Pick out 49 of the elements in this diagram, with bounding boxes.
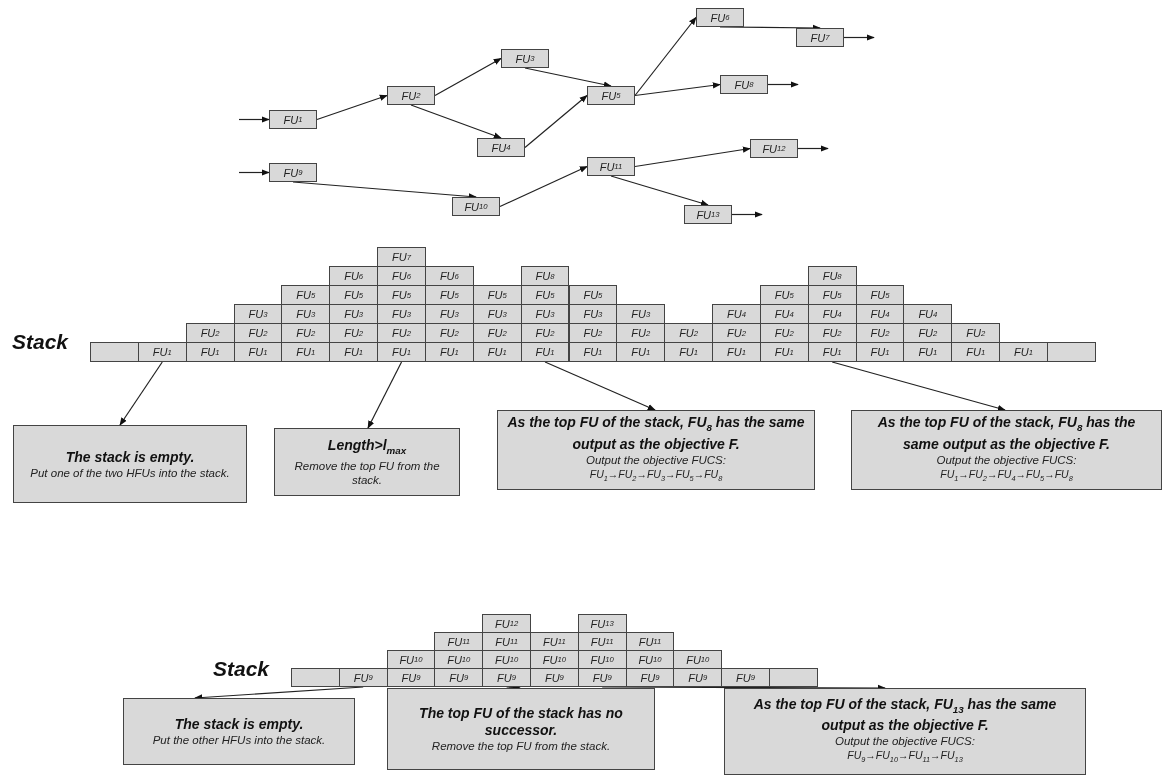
note-box — [123, 698, 355, 765]
arrow — [499, 165, 588, 208]
note-text: Output the objective FUCS: — [936, 452, 1077, 467]
sequence-text: FU$_{1}$→FU$_{2}$→FU$_{4}$→FU$_{5}$→FU$_{8}$ — [940, 466, 1073, 485]
arrow — [434, 57, 502, 97]
sequence-text: FU$_{1}$→FU$_{2}$→FU$_{3}$→FU$_{5}$→FU$_{8}$ — [589, 466, 723, 485]
arrow — [843, 34, 875, 41]
note-heading: As the top FU of the stack, FU$_{8}$ has the same output as the objective F. — [506, 414, 806, 453]
arrow — [634, 16, 697, 97]
note-box — [724, 688, 1086, 775]
note-text: Output the objective FUCS: — [835, 734, 975, 749]
note-box — [851, 410, 1162, 490]
note-text: Put the other HFUs into the stack. — [152, 733, 326, 747]
leader-arrow — [506, 684, 521, 691]
arrow — [238, 169, 270, 176]
note-heading: The stack is empty. — [65, 448, 195, 466]
leader-arrow — [119, 361, 163, 426]
note-heading: As the top FU of the stack, FU$_{8}$ has the same output as the objective F. — [876, 414, 1137, 453]
note-text: Remove the top FU from the stack. — [293, 458, 441, 487]
arrow — [238, 116, 270, 123]
leader-arrow — [544, 361, 656, 411]
sequence-text: FU$_{9}$→FU$_{10}$→FU$_{11}$→FU$_{13}$ — [847, 748, 963, 767]
note-box — [13, 425, 247, 503]
arrow — [634, 82, 721, 97]
note-box — [497, 410, 815, 490]
arrow — [316, 94, 388, 121]
leader-arrow — [367, 361, 403, 429]
arrow — [524, 67, 612, 88]
note-text: Output the objective FUCS: — [586, 452, 726, 467]
arrow — [797, 145, 829, 152]
arrow — [634, 146, 751, 168]
note-heading: As the top FU of the stack, FU$_{13}$ has the same output as the objective F. — [752, 695, 1058, 735]
arrow — [767, 81, 799, 88]
arrow — [292, 181, 477, 200]
note-box — [387, 688, 655, 770]
note-text: Put one of the two HFUs into the stack. — [30, 465, 230, 480]
stack-label: Stack — [12, 330, 69, 354]
arrow — [524, 94, 588, 149]
arrow — [610, 175, 709, 206]
leader-arrow — [194, 686, 364, 701]
note-heading: Length>l$_{max}$ — [327, 437, 407, 458]
arrow — [731, 211, 763, 218]
leader-arrow — [831, 361, 1006, 412]
note-heading: The stack is empty. — [174, 716, 304, 733]
arrow — [410, 104, 502, 139]
note-text: Remove the top FU from the stack. — [431, 739, 611, 753]
note-heading: The top FU of the stack has no successor. — [418, 705, 624, 739]
stack-label: Stack — [213, 657, 270, 681]
note-box — [274, 428, 460, 496]
